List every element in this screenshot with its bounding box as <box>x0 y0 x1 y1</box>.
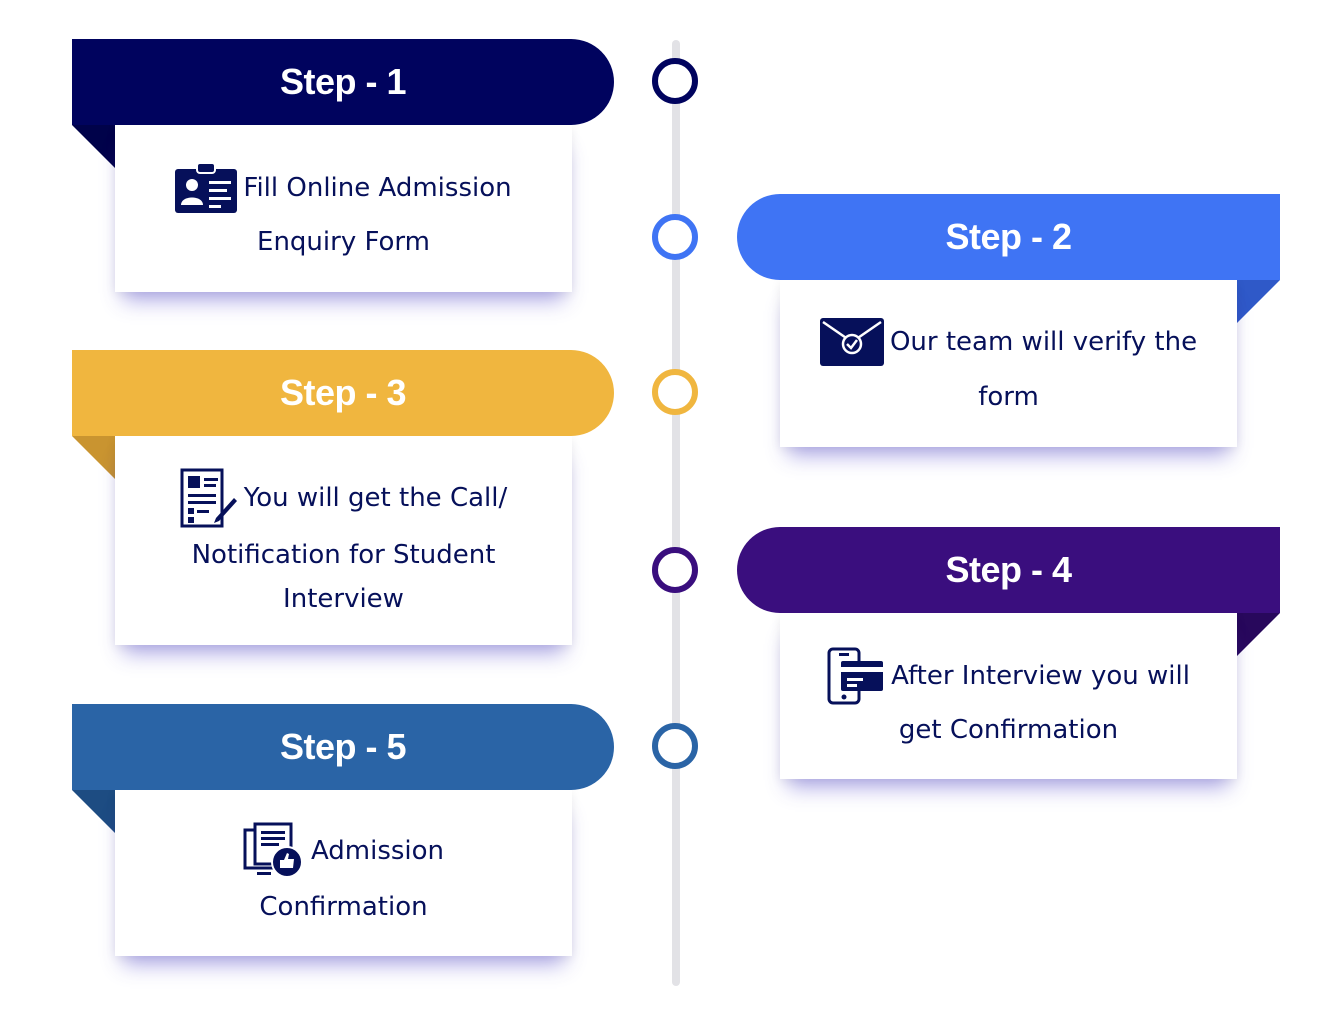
step-4-text-line-2: get Confirmation <box>898 715 1119 745</box>
step-5-fold <box>72 790 115 833</box>
id-card-icon <box>175 163 238 213</box>
step-4-card: After Interview you will get Confirmatio… <box>780 613 1237 779</box>
step-4-banner: Step - 4 <box>737 527 1280 613</box>
step-2-banner: Step - 2 <box>737 194 1280 280</box>
step-3-text-line-1: You will get the Call/ <box>243 483 508 513</box>
step-2-text-line-1: Our team will verify the <box>889 327 1198 357</box>
timeline-node-step-2 <box>652 214 698 260</box>
timeline-node-step-3 <box>652 369 698 415</box>
timeline-node-step-1 <box>652 58 698 104</box>
step-2-text-line-2: form <box>978 382 1039 412</box>
document-pen-icon <box>180 468 237 528</box>
step-2-label: Step - 2 <box>945 216 1072 257</box>
step-5-banner: Step - 5 <box>72 704 614 790</box>
mobile-card-icon <box>827 647 884 705</box>
thumbs-up-document-icon <box>243 822 303 878</box>
step-1-text-line-2: Enquiry Form <box>257 227 430 257</box>
step-3-label: Step - 3 <box>279 372 407 413</box>
step-2-card: Our team will verify the form <box>780 280 1237 447</box>
timeline-line <box>672 40 680 986</box>
step-5-text-line-2: Confirmation <box>259 892 428 922</box>
step-1-banner: Step - 1 <box>72 39 614 125</box>
step-5-card: Admission Confirmation <box>115 790 572 956</box>
step-3-text-line-3: Interview <box>283 584 404 614</box>
step-1-text-line-1: Fill Online Admission <box>243 173 512 203</box>
step-1-label: Step - 1 <box>279 61 407 102</box>
timeline-node-step-4 <box>652 547 698 593</box>
envelope-check-icon <box>819 318 884 366</box>
step-3-text-line-2: Notification for Student <box>191 540 496 570</box>
step-4-text-line-1: After Interview you will <box>891 661 1190 691</box>
step-5-label: Step - 5 <box>279 726 407 767</box>
step-2-fold <box>1237 280 1280 323</box>
step-3-banner: Step - 3 <box>72 350 614 436</box>
step-3-card: You will get the Call/ Notification for … <box>115 436 572 645</box>
step-1-fold <box>72 125 115 168</box>
step-5-text-line-1: Admission <box>310 836 445 866</box>
step-3-fold <box>72 436 115 479</box>
step-4-fold <box>1237 613 1280 656</box>
step-1-card: Fill Online Admission Enquiry Form <box>115 125 572 292</box>
timeline-node-step-5 <box>652 723 698 769</box>
step-4-label: Step - 4 <box>945 549 1072 590</box>
